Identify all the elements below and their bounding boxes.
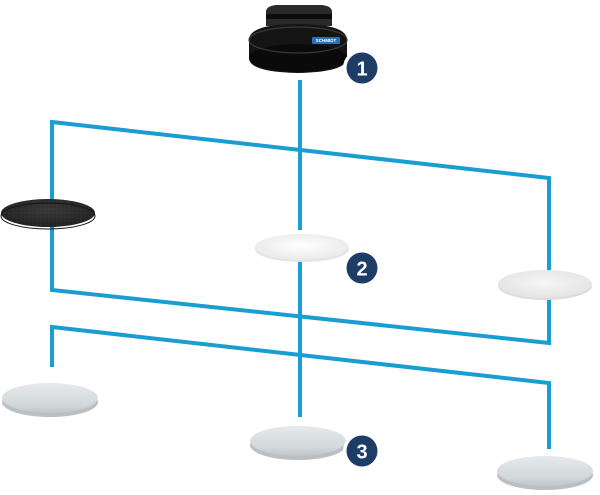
- step-badge-2-label: 2: [356, 259, 367, 281]
- connector-frame-top: [50, 119, 551, 274]
- step-badge-1-label: 1: [356, 59, 367, 81]
- connector-lines-level-1: [50, 80, 551, 274]
- black-abrasive-pad: [0, 199, 96, 230]
- holder-knob-band: [266, 14, 332, 19]
- holder-rim-highlight: [248, 26, 348, 54]
- step-badge-3-label: 3: [356, 442, 367, 464]
- white-abrasive-pad: [255, 234, 349, 262]
- gray-disc-left: [2, 383, 98, 417]
- holder-brand-label: [312, 37, 340, 44]
- sanding-pad-holder-icon: SCHMIDT: [248, 5, 348, 73]
- connector-lines-level-2: [50, 228, 551, 449]
- step-badge-1: 1: [343, 49, 381, 87]
- gray-disc-right: [497, 456, 593, 490]
- step-badge-3: 3: [343, 432, 381, 470]
- step-badge-2: 2: [343, 249, 381, 287]
- connector-frame-bottom: [50, 324, 551, 449]
- gray-disc-center: [250, 426, 346, 460]
- holder-bottom-face: [249, 44, 347, 72]
- light-gray-abrasive-pad: [498, 270, 592, 300]
- holder-brand-text: SCHMIDT: [316, 38, 337, 43]
